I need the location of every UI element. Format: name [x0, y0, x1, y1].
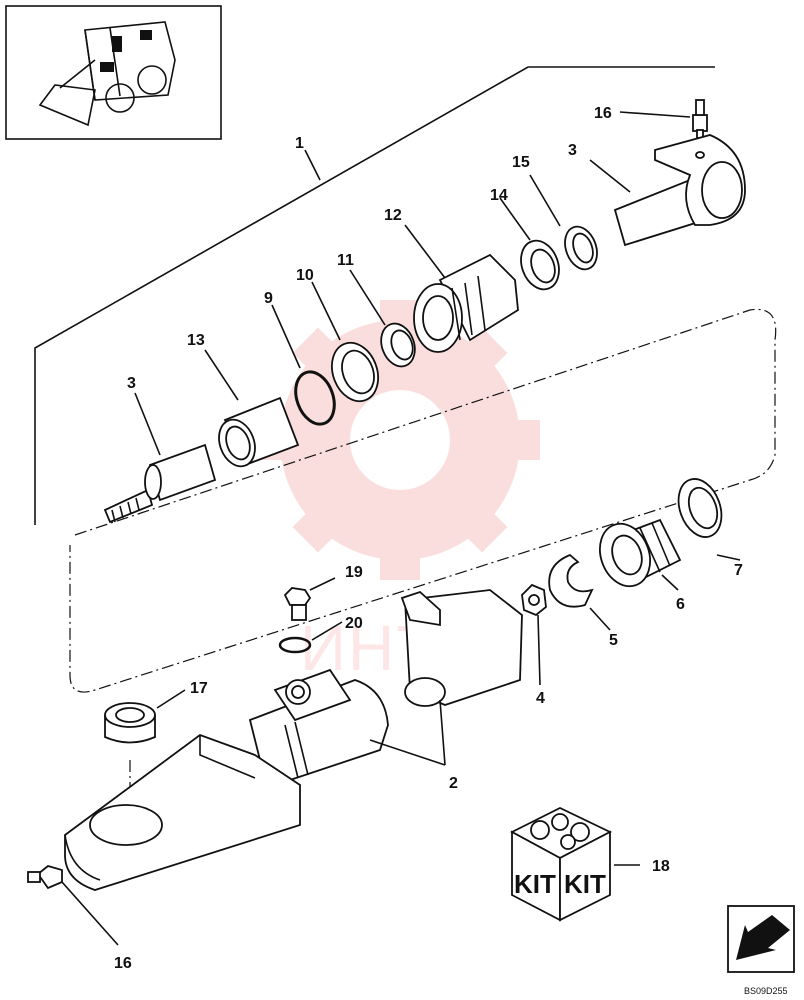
ring-15 [564, 225, 598, 271]
phantom-outline [69, 308, 777, 693]
rod-end-eye-top [613, 134, 746, 247]
rod-3 [103, 443, 217, 524]
ring-14 [520, 239, 560, 291]
callout-19: 19 [345, 564, 363, 581]
callout-14: 14 [490, 187, 508, 204]
seal-10 [331, 341, 379, 403]
callout-16-top: 16 [594, 105, 612, 122]
callout-20: 20 [345, 615, 363, 632]
wear-ring-11 [380, 322, 416, 368]
clevis-base [64, 733, 301, 891]
assembly-bracket-line [34, 66, 715, 525]
callout-5: 5 [609, 632, 618, 649]
split-ring-5 [548, 553, 594, 608]
drawing-code: BS09D255 [744, 986, 788, 996]
callout-6: 6 [676, 596, 685, 613]
spacer-13 [218, 396, 300, 468]
kit-label-right: KIT [564, 869, 606, 899]
loader-thumbnail-icon [5, 5, 222, 140]
callout-12: 12 [384, 207, 402, 224]
barrel-2 [248, 589, 523, 781]
ring-7 [677, 478, 723, 538]
kit-label-left: KIT [514, 869, 556, 899]
o-ring-20 [278, 636, 312, 654]
plug-19 [283, 587, 312, 621]
callout-3-top: 3 [568, 142, 577, 159]
next-page-arrow-icon[interactable] [727, 905, 795, 973]
callout-13: 13 [187, 332, 205, 349]
callout-3-rod: 3 [127, 375, 136, 392]
kit-box-icon: KIT KIT [510, 806, 613, 922]
nut-4 [521, 583, 547, 617]
callout-9: 9 [264, 290, 273, 307]
grease-fitting-bottom [27, 865, 63, 890]
leader-lines [61, 111, 741, 946]
callout-4: 4 [536, 690, 545, 707]
callout-18: 18 [652, 858, 670, 875]
bushing-17 [104, 702, 156, 744]
gland-12 [413, 253, 519, 353]
o-ring-9 [294, 370, 336, 426]
callout-10: 10 [296, 267, 314, 284]
callout-16-bottom: 16 [114, 955, 132, 972]
callout-2: 2 [449, 775, 458, 792]
callout-15: 15 [512, 154, 530, 171]
callout-1: 1 [295, 135, 304, 152]
callout-7: 7 [734, 562, 743, 579]
callout-11: 11 [337, 252, 354, 269]
callout-17: 17 [190, 680, 208, 697]
grease-fitting-top [692, 99, 708, 139]
piston-6 [599, 518, 682, 588]
